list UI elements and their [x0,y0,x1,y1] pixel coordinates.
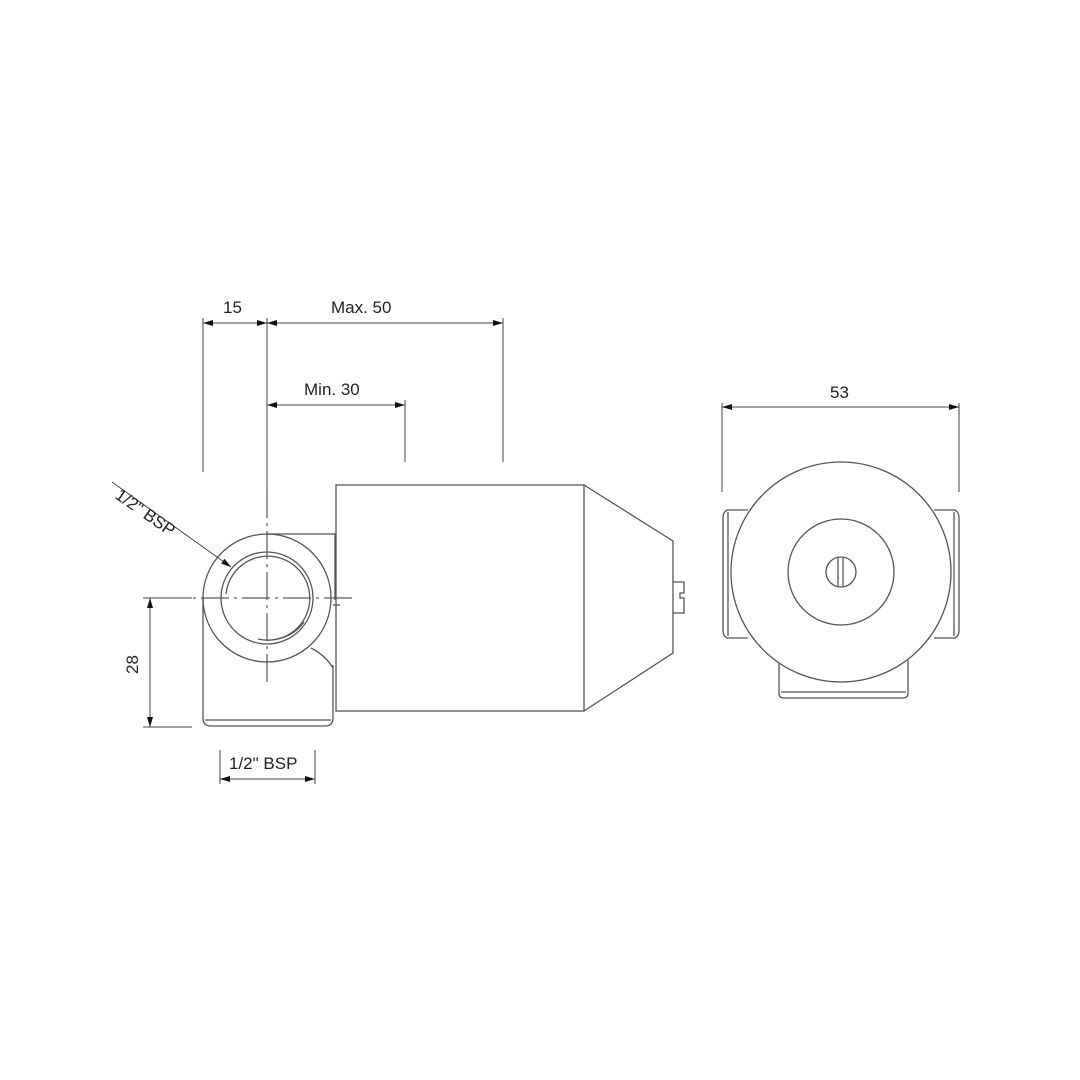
elbow-body-lower [202,598,334,727]
bottom-port-stub [778,660,909,699]
port-outer-circle [202,533,332,663]
end-view [721,403,960,699]
cylinder-body [335,484,585,712]
dim-label-28: 28 [123,655,142,674]
bsp-leader-line [111,481,232,568]
elbow-fillet [310,647,334,669]
side-view [111,318,685,784]
taper-cone [583,484,674,712]
right-port-stub [934,509,960,639]
port-thread-arc [276,621,305,640]
adjustment-screw [673,581,685,614]
dim-label-min-30: Min. 30 [304,380,360,399]
dim-label-outlet-bsp: 1/2" BSP [229,754,298,773]
dim-label-15: 15 [223,298,242,317]
cone-circle [787,518,895,626]
elbow-body-upper [267,533,336,600]
body-outer-circle [730,461,952,683]
dim-label-max-50: Max. 50 [331,298,392,317]
left-port-stub [722,509,748,639]
port-thread-circle-outer [220,551,314,645]
dim-label-53: 53 [830,383,849,402]
screw-head-circle [825,556,857,588]
